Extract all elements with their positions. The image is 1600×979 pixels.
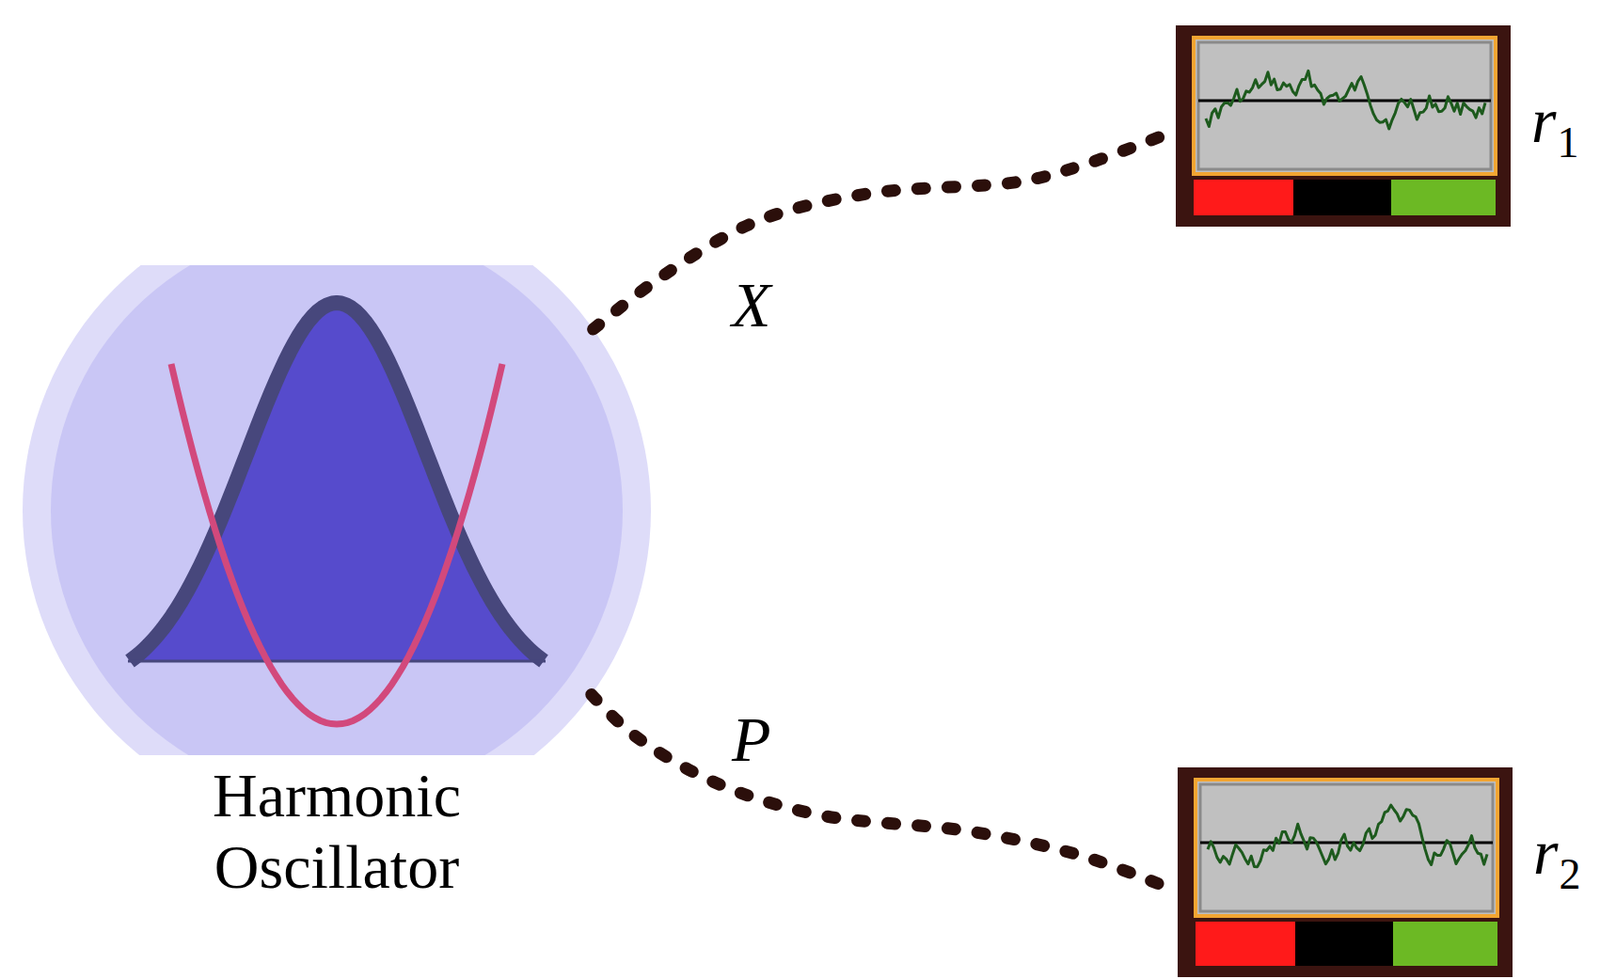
subscript: 2 bbox=[1558, 850, 1581, 899]
monitor-figure bbox=[1177, 767, 1513, 978]
output-label: r1 bbox=[1531, 88, 1579, 153]
red-bar bbox=[1193, 179, 1294, 216]
baseline bbox=[127, 660, 546, 664]
output-label: r2 bbox=[1533, 820, 1581, 885]
green-bar bbox=[1393, 921, 1498, 967]
screen-bezel bbox=[1200, 784, 1493, 912]
wavefunction-fill bbox=[129, 302, 544, 662]
black-bar bbox=[1293, 179, 1392, 216]
monitor-node: r2 bbox=[1177, 767, 1513, 978]
monitor-screen bbox=[1195, 779, 1498, 917]
signal-trace bbox=[1205, 70, 1486, 129]
dotted-connector bbox=[593, 131, 1173, 330]
subscript: 1 bbox=[1556, 118, 1579, 167]
symbol: r bbox=[1531, 84, 1556, 157]
oscillator-node: Harmonic Oscillator bbox=[22, 265, 651, 756]
potential-parabola bbox=[171, 364, 503, 725]
quadrature-label: X bbox=[731, 272, 772, 337]
monitor-figure bbox=[1175, 25, 1511, 227]
signal-trace bbox=[1207, 805, 1488, 868]
oscillator-figure bbox=[22, 265, 651, 756]
monitor-frame bbox=[1177, 767, 1513, 978]
screen-bezel bbox=[1198, 42, 1491, 170]
monitor-screen bbox=[1193, 37, 1496, 175]
outer-disc bbox=[22, 265, 651, 756]
black-bar bbox=[1295, 921, 1394, 967]
wavefunction-outline bbox=[129, 302, 544, 662]
figure-caption: Harmonic Oscillator bbox=[139, 760, 535, 903]
inner-disc bbox=[50, 265, 623, 756]
quadrature-label: P bbox=[731, 707, 772, 772]
dotted-connector bbox=[591, 695, 1174, 891]
monitor-node: r1 bbox=[1175, 25, 1511, 227]
green-bar bbox=[1391, 179, 1496, 216]
red-bar bbox=[1195, 921, 1296, 967]
monitor-frame bbox=[1175, 25, 1511, 227]
symbol: r bbox=[1533, 816, 1558, 888]
